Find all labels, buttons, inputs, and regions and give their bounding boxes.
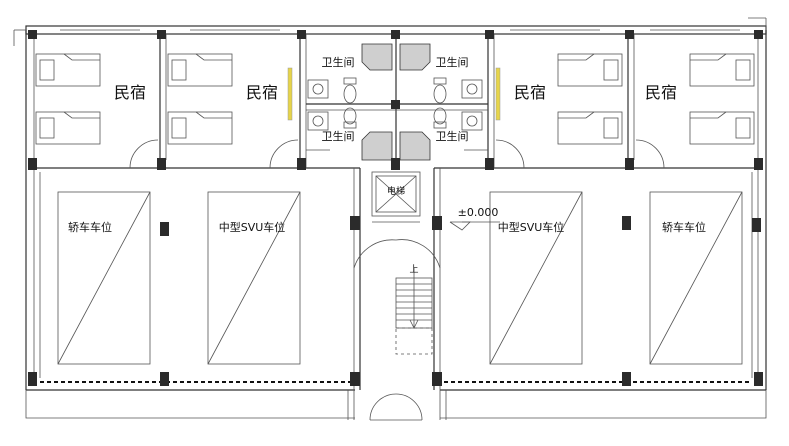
bed — [35, 111, 101, 145]
shower-icon — [399, 43, 431, 71]
elevator-label: 电梯 — [387, 185, 405, 197]
labels: 民宿 民宿 民宿 民宿 卫生间 卫生间 卫生间 卫生间 轿车车位 中型SVU车位… — [68, 55, 706, 275]
parking-bay — [489, 191, 583, 365]
toilet-icon — [433, 107, 447, 129]
room-label-b4: 民宿 — [645, 83, 677, 102]
bed — [689, 111, 755, 145]
toilet-icon — [343, 107, 357, 129]
sink-icon — [461, 79, 483, 99]
sink-icon — [461, 111, 483, 131]
shower-icon — [399, 131, 431, 161]
shower-icon — [361, 131, 393, 161]
parking-bay — [207, 191, 301, 365]
bed — [557, 111, 623, 145]
room-label-wc3: 卫生间 — [322, 129, 355, 143]
room-label-wc1: 卫生间 — [322, 55, 355, 69]
elevator-shaft — [371, 171, 421, 217]
room-label-b3: 民宿 — [514, 83, 546, 102]
bed — [167, 53, 233, 87]
elevation-label: ±0.000 — [458, 206, 499, 219]
sink-icon — [307, 111, 329, 131]
parking-bay — [57, 191, 151, 365]
room-partitions — [34, 29, 758, 169]
elevation-marker — [449, 221, 500, 231]
room-label-b2: 民宿 — [246, 83, 278, 102]
beds — [35, 53, 755, 145]
toilet-icon — [433, 77, 447, 104]
parking-bays — [39, 172, 753, 383]
stair-up-label: 上 — [409, 264, 418, 275]
room-label-wc2: 卫生间 — [436, 55, 469, 69]
sink-icon — [307, 79, 329, 99]
core — [347, 168, 500, 421]
stair — [395, 268, 433, 355]
toilet-icon — [343, 77, 357, 104]
room-label-wc4: 卫生间 — [436, 129, 469, 143]
parking-label-p1: 轿车车位 — [68, 220, 112, 234]
bed — [557, 53, 623, 87]
bathroom-fixtures — [306, 43, 488, 161]
parking-label-p2: 中型SVU车位 — [219, 220, 286, 234]
bed — [35, 53, 101, 87]
columns — [28, 30, 763, 386]
shower-icon — [361, 43, 393, 71]
room-label-b1: 民宿 — [114, 83, 146, 102]
parking-label-p4: 轿车车位 — [662, 220, 706, 234]
bed — [167, 111, 233, 145]
bed — [689, 53, 755, 87]
parking-label-p3: 中型SVU车位 — [498, 220, 565, 234]
parking-bay — [649, 191, 743, 365]
